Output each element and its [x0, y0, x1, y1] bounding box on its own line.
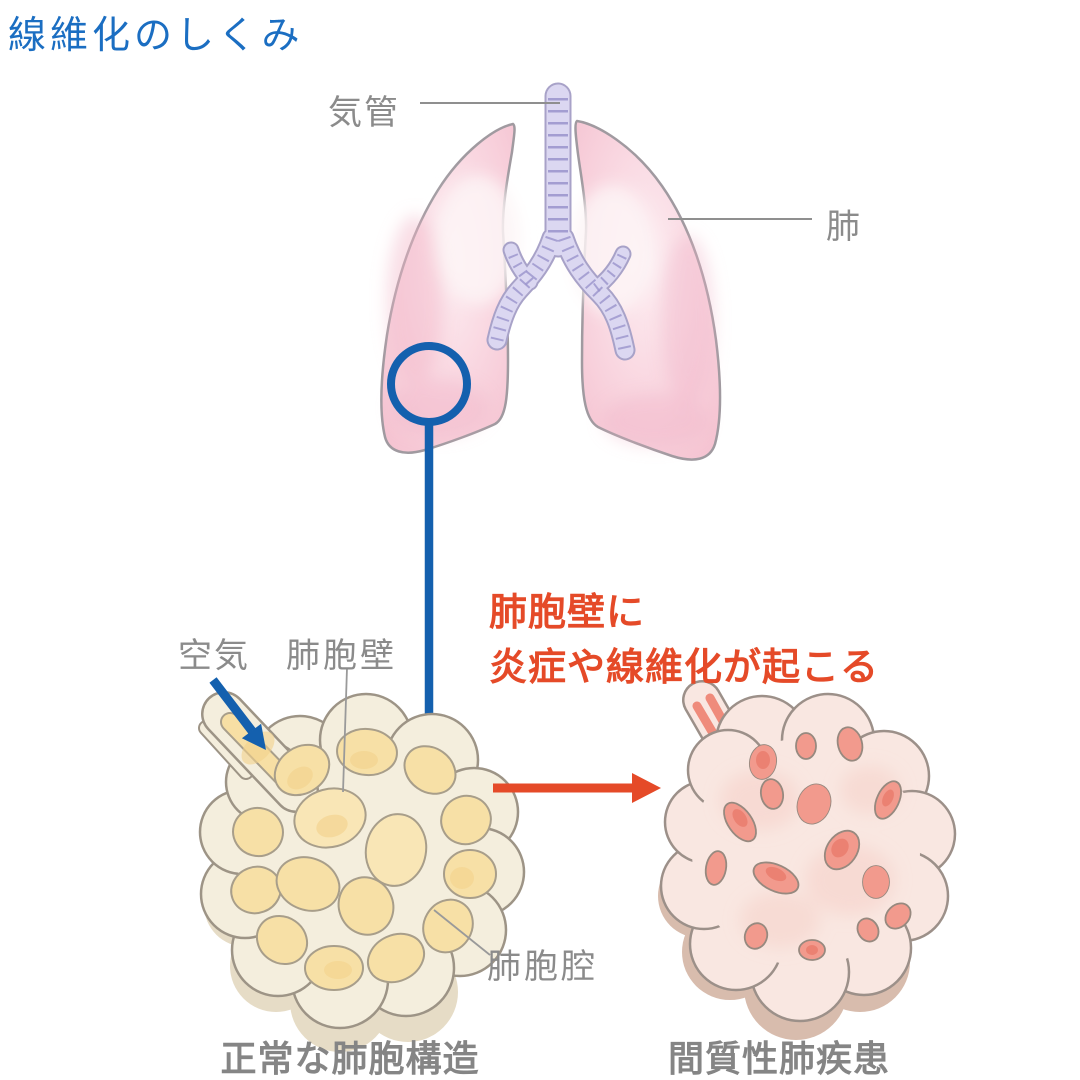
inflammation-annotation: 肺胞壁に 炎症や線維化が起こる	[489, 586, 879, 696]
annotation-line1: 肺胞壁に	[489, 592, 646, 634]
normal-alveoli-caption: 正常な肺胞構造	[220, 1038, 480, 1079]
air-arrow-shaft	[209, 677, 256, 734]
air-arrow-head	[241, 723, 266, 750]
normal-alveoli-illustration	[198, 691, 526, 1052]
lung-label: 肺	[826, 208, 862, 246]
transition-arrow-head	[632, 773, 661, 803]
trachea-illustration	[486, 82, 636, 361]
lungs-illustration	[380, 119, 722, 461]
page-title: 線維化のしくみ	[8, 15, 304, 57]
alveolar-cavity-label: 肺胞腔	[487, 948, 598, 986]
trachea-label: 気管	[328, 94, 400, 132]
lung-watercolor-shading	[387, 175, 714, 446]
annotation-line2: 炎症や線維化が起こる	[489, 647, 880, 689]
alveolar-wall-label: 肺胞壁	[286, 637, 397, 675]
diseased-alveoli-caption: 間質性肺疾患	[667, 1038, 891, 1079]
alveolar-wall-pointer-line	[342, 667, 348, 793]
alveolar-cavity-pointer-line	[433, 909, 491, 956]
diseased-alveoli-illustration	[658, 680, 957, 1040]
air-label: 空気	[178, 637, 250, 675]
